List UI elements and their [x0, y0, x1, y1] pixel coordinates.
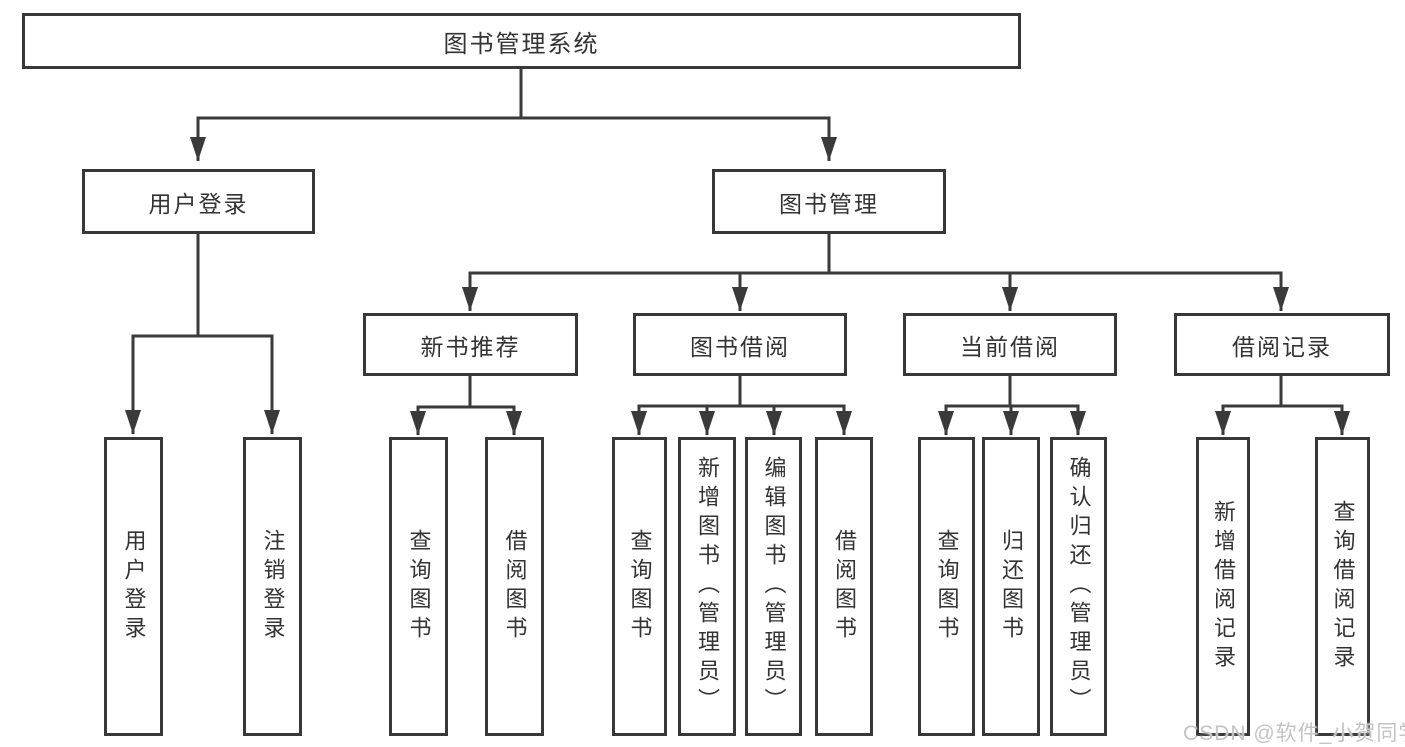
node-borrow-record: 借阅记录	[1174, 313, 1390, 376]
node-system-root: 图书管理系统	[22, 13, 1021, 69]
node-book-management: 图书管理	[712, 169, 946, 234]
leaf-user-login: 用户登录	[104, 437, 163, 736]
leaf-label: 归还图书	[999, 528, 1024, 645]
leaf-borrow-books: 借阅图书	[815, 437, 873, 736]
leaf-confirm-return-admin: 确认归还（管理员）	[1050, 437, 1107, 736]
leaf-add-borrow-record: 新增借阅记录	[1196, 437, 1250, 736]
leaf-label: 查询图书	[627, 528, 653, 645]
leaf-borrow-books-recommend: 借阅图书	[485, 437, 544, 736]
leaf-label: 新增借阅记录	[1211, 499, 1236, 674]
leaf-label: 用户登录	[121, 528, 147, 645]
leaf-query-books-recommend: 查询图书	[389, 437, 448, 736]
leaf-label: 查询借阅记录	[1330, 499, 1356, 674]
node-new-book-recommend: 新书推荐	[363, 313, 578, 376]
csdn-watermark: CSDN @软件_小贺同学	[1183, 722, 1405, 745]
leaf-query-books-borrow: 查询图书	[612, 437, 667, 736]
node-user-login: 用户登录	[82, 169, 315, 234]
leaf-label: 注销登录	[260, 528, 286, 645]
leaf-query-borrow-record: 查询借阅记录	[1315, 437, 1370, 736]
leaf-label: 查询图书	[406, 528, 432, 645]
leaf-label: 查询图书	[934, 528, 960, 645]
node-book-borrow: 图书借阅	[633, 313, 847, 376]
leaf-logout: 注销登录	[243, 437, 302, 736]
leaf-query-books-current: 查询图书	[918, 437, 975, 736]
leaf-label: 确认归还（管理员）	[1066, 456, 1092, 717]
leaf-add-books-admin: 新增图书（管理员）	[678, 437, 736, 736]
leaf-edit-books-admin: 编辑图书（管理员）	[745, 437, 802, 736]
leaf-label: 新增图书（管理员）	[695, 456, 720, 717]
leaf-label: 借阅图书	[832, 528, 857, 645]
leaf-label: 编辑图书（管理员）	[761, 456, 787, 717]
node-current-borrow: 当前借阅	[903, 313, 1117, 376]
leaf-return-books: 归还图书	[982, 437, 1040, 736]
leaf-label: 借阅图书	[502, 528, 528, 645]
